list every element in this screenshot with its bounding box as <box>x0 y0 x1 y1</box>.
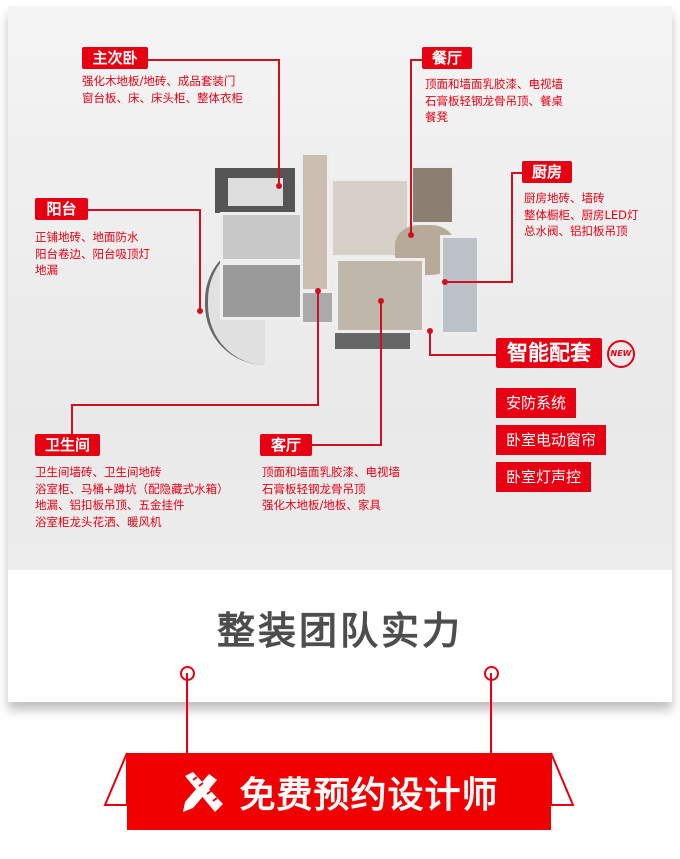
room-desc-kitchen: 厨房地砖、墙砖 整体橱柜、厨房LED灯 总水阀、铝扣板吊顶 <box>524 190 639 240</box>
desc-line: 窗台板、床、床头柜、整体衣柜 <box>82 90 243 105</box>
room-desc-master-bedroom: 强化木地板/地砖、成品套装门 窗台板、床、床头柜、整体衣柜 <box>82 73 243 106</box>
desc-line: 整体橱柜、厨房LED灯 <box>524 207 639 222</box>
desc-line: 总水阀、铝扣板吊顶 <box>524 224 628 238</box>
desc-line: 浴室柜、马桶+蹲坑（配隐藏式水箱） <box>35 481 229 496</box>
desc-line: 顶面和墙面乳胶漆、电视墙 <box>262 465 400 479</box>
desc-line: 强化木地板/地板、家具 <box>262 498 381 512</box>
room-tag-kitchen: 厨房 <box>522 161 572 183</box>
desc-line: 浴室柜龙头花洒、暖风机 <box>35 514 162 529</box>
room-tag-living: 客厅 <box>260 434 312 456</box>
book-designer-button[interactable]: 免费预约设计师 <box>127 753 551 830</box>
desc-line: 石膏板轻钢龙骨吊顶、餐桌 <box>425 93 563 108</box>
section-title: 整装团队实力 <box>216 609 463 653</box>
new-badge-icon: NEW <box>607 340 635 368</box>
desc-line: 地漏、铝扣板吊顶、五金挂件 <box>35 498 185 512</box>
room-tag-master-bedroom: 主次卧 <box>82 47 148 69</box>
room-desc-living: 顶面和墙面乳胶漆、电视墙 石膏板轻钢龙骨吊顶 强化木地板/地板、家具 <box>262 464 400 514</box>
smart-item-curtain[interactable]: 卧室电动窗帘 <box>496 425 607 455</box>
desc-line: 厨房地砖、墙砖 <box>524 191 605 205</box>
desc-line: 餐凳 <box>425 110 448 124</box>
desc-line: 正铺地砖、地面防水 <box>35 230 139 244</box>
desc-line: 强化木地板/地砖、成品套装门 <box>82 74 236 88</box>
room-tag-dining: 餐厅 <box>422 47 472 69</box>
desc-line: 地漏 <box>35 263 58 277</box>
desc-line: 顶面和墙面乳胶漆、电视墙 <box>425 77 563 91</box>
desc-line: 石膏板轻钢龙骨吊顶 <box>262 481 366 496</box>
smart-item-security[interactable]: 安防系统 <box>496 388 577 418</box>
card-footer <box>8 570 672 702</box>
room-tag-bathroom: 卫生间 <box>35 434 100 456</box>
smart-item-voice-light[interactable]: 卧室灯声控 <box>496 462 592 492</box>
room-desc-bathroom: 卫生间墙砖、卫生间地砖 浴室柜、马桶+蹲坑（配隐藏式水箱） 地漏、铝扣板吊顶、五… <box>35 464 229 530</box>
desc-line: 卫生间墙砖、卫生间地砖 <box>35 465 162 479</box>
pencil-ruler-icon <box>183 771 224 812</box>
room-desc-dining: 顶面和墙面乳胶漆、电视墙 石膏板轻钢龙骨吊顶、餐桌 餐凳 <box>425 76 563 126</box>
smart-package-tag: 智能配套 <box>496 338 602 368</box>
room-tag-balcony: 阳台 <box>35 198 88 220</box>
room-desc-balcony: 正铺地砖、地面防水 阳台卷边、阳台吸顶灯 地漏 <box>35 229 150 279</box>
desc-line: 阳台卷边、阳台吸顶灯 <box>35 246 150 261</box>
cta-label: 免费预约设计师 <box>239 774 499 816</box>
